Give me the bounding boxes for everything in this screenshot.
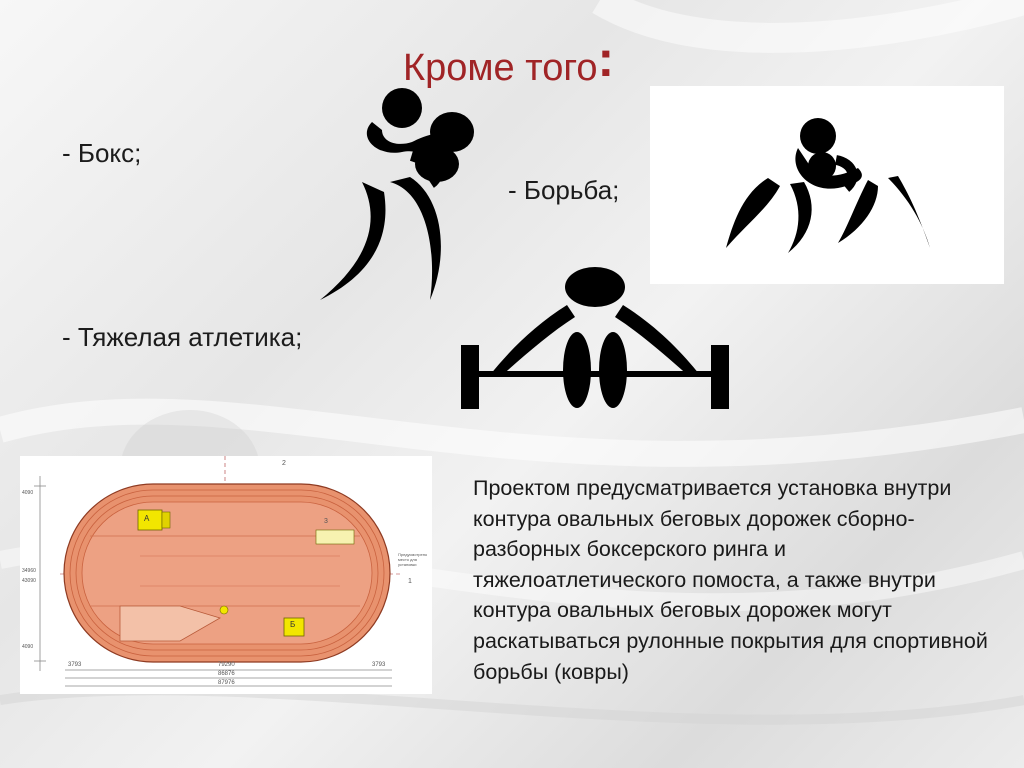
plan-right-marker: 1	[408, 578, 412, 585]
bullet-weightlifting: - Тяжелая атлетика;	[62, 322, 303, 352]
stadium-plan-panel: А Б 2 3 1 Предусмотрено место для устано…	[20, 456, 432, 694]
slide-title-colon: :	[597, 31, 615, 87]
plan-dim-left-1: 4090	[22, 490, 34, 496]
slide-title: Кроме того:	[403, 31, 615, 92]
weightlifting-pictogram-icon	[461, 267, 729, 409]
plan-note: Предусмотрено место для установки	[398, 552, 428, 567]
plan-dim-top: 2	[282, 460, 286, 467]
description-paragraph: Проектом предусматривается установка вну…	[473, 476, 988, 684]
plan-dim-left-4: 4090	[22, 644, 34, 650]
plan-dim-bottom-4: 86876	[218, 671, 235, 677]
bullet-boxing: - Бокс;	[62, 138, 142, 168]
bullet-wrestling: - Борьба;	[508, 175, 620, 205]
plan-marker: 3	[324, 518, 328, 525]
wrestling-pictogram-icon	[726, 118, 930, 253]
plan-dim-bottom-3: 3793	[372, 662, 386, 668]
plan-dim-bottom-5: 87976	[218, 680, 235, 686]
plan-dim-bottom-2: 79290	[218, 662, 235, 668]
plan-dim-left-3: 43090	[22, 578, 36, 584]
stadium-plan-drawing	[34, 456, 400, 687]
plan-platform-label: Б	[290, 620, 296, 629]
slide-title-text: Кроме того	[403, 47, 598, 89]
plan-dim-bottom-1: 3793	[68, 662, 82, 668]
plan-dim-left-2: 34960	[22, 568, 36, 574]
boxing-pictogram-icon	[320, 88, 474, 300]
plan-ring-label: А	[144, 514, 150, 523]
